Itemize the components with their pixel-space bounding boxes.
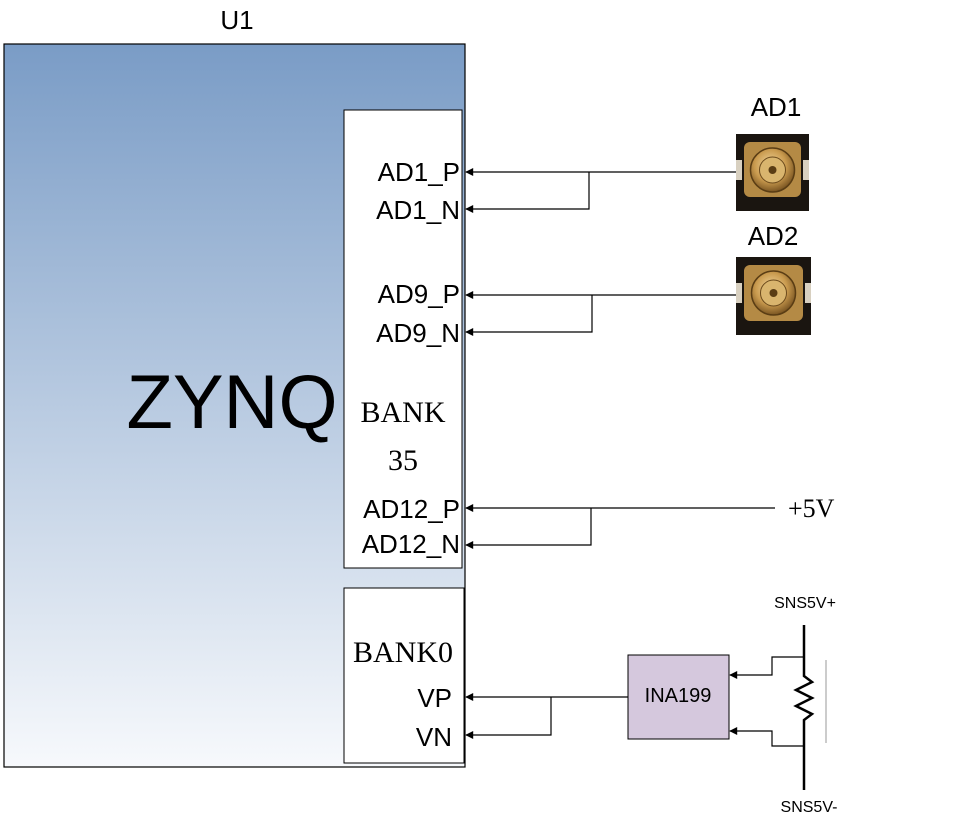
sense-wiring [729, 625, 806, 790]
ad1-wiring [465, 168, 738, 213]
connector-ad1-label: AD1 [751, 92, 802, 122]
bank35-label-line2: 35 [388, 444, 418, 477]
ad12-wiring [465, 504, 775, 549]
ina199-amplifier [627, 654, 730, 740]
pin-ad12-n: AD12_N [362, 529, 460, 559]
pin-ad1-n: AD1_N [376, 195, 460, 225]
chip-ref-label: U1 [220, 5, 253, 35]
bank0-label: BANK0 [353, 636, 453, 669]
bank35-box [343, 109, 463, 569]
shunt-resistor-icon [793, 660, 827, 743]
pin-vp: VP [417, 683, 452, 713]
amp-label: INA199 [645, 685, 712, 707]
rail-top-label: SNS5V+ [774, 595, 836, 612]
rail-bottom-label: SNS5V- [781, 799, 838, 816]
pin-ad9-n: AD9_N [376, 318, 460, 348]
pin-ad1-p: AD1_P [378, 157, 460, 187]
chip-name-label: ZYNQ [126, 360, 337, 445]
sma-connector-icon [736, 134, 809, 211]
connector-ad2-label: AD2 [748, 221, 799, 251]
vp-vn-wiring [465, 693, 628, 739]
ad9-wiring [465, 291, 738, 336]
bank0-box [343, 587, 465, 764]
bank35-label-line1: BANK [360, 396, 445, 429]
supply-label: +5V [788, 494, 835, 523]
sma-connector-icon [736, 257, 811, 335]
pin-vn: VN [416, 722, 452, 752]
pin-ad12-p: AD12_P [363, 494, 460, 524]
pin-ad9-p: AD9_P [378, 279, 460, 309]
